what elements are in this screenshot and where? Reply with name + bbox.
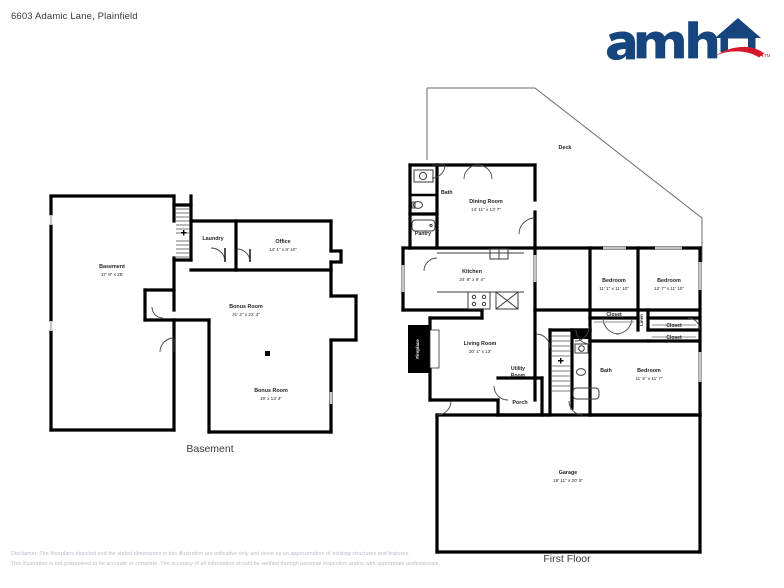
room-dims-bonus-room-2: 19' x 13' 4" [260, 396, 283, 401]
room-dims-bonus-room-1: 31' 2" x 22' 4" [232, 312, 260, 317]
first-floor-walls [401, 163, 702, 554]
basement-floorplan: Basement 17' 9" x 26' Laundry Office 14'… [0, 0, 400, 470]
room-dims-bedroom-1: 11' 1" x 11' 10" [599, 286, 629, 291]
room-label-dining-room: Dining Room [469, 199, 503, 205]
first-floor-room-labels: Deck Dining Room 14' 11" x 13' 7" Bath P… [415, 145, 684, 483]
room-dims-garage: 19' 11" x 20' 5" [553, 478, 583, 483]
basement-room-labels: Basement 17' 9" x 26' Laundry Office 14'… [99, 236, 297, 401]
amh-wordmark [606, 21, 718, 61]
property-address: 6603 Adamic Lane, Plainfield [11, 11, 138, 22]
room-label-porch: Porch [512, 400, 527, 406]
room-dims-kitchen: 24' 8" x 9' 4" [459, 277, 485, 282]
first-floor-window-openings [401, 246, 702, 382]
room-label-kitchen: Kitchen [462, 269, 482, 275]
first-floor-floorplan: Deck Dining Room 14' 11" x 13' 7" Bath P… [390, 0, 784, 560]
first-floor-fixtures [411, 169, 600, 400]
room-label-bedroom-2: Bedroom [657, 278, 681, 284]
room-dims-dining-room: 14' 11" x 13' 7" [471, 207, 501, 212]
first-floor-door-swings [423, 164, 701, 416]
room-label-pantry: Pantry [415, 231, 431, 237]
basement-walls [49, 194, 358, 434]
first-floor-title: First Floor [543, 553, 591, 565]
basement-stair-marker [181, 230, 187, 236]
support-post-marker [265, 351, 270, 356]
room-label-office: Office [275, 239, 290, 245]
room-label-linen: Linen [639, 314, 644, 326]
room-label-bath-lower: Bath [600, 368, 612, 374]
room-label-closet-3: Closet [666, 335, 682, 341]
room-dims-bedroom-3: 11' 5" x 11' 7" [635, 376, 662, 381]
room-label-bonus-room-2: Bonus Room [254, 388, 288, 394]
tm-mark: TM [764, 53, 770, 58]
basement-door-swings [151, 247, 251, 353]
room-label-bath-upper: Bath [441, 190, 453, 196]
room-label-deck: Deck [559, 145, 572, 151]
room-label-living-room: Living Room [464, 341, 497, 347]
room-label-bedroom-1: Bedroom [602, 278, 626, 284]
basement-floor-title: Basement [186, 443, 234, 455]
room-label-garage: Garage [559, 470, 578, 476]
fireplace-block [408, 325, 440, 373]
room-dims-office: 14' 1" x 8' 10" [269, 247, 297, 252]
room-label-bedroom-3: Bedroom [637, 368, 661, 374]
room-label-closet-1: Closet [606, 312, 622, 318]
amh-logo: TM [602, 8, 771, 64]
disclaimer-line-1: Disclaimer: The floorplans depicted and … [11, 551, 410, 558]
room-label-fireplace: Fireplace [415, 339, 420, 359]
room-label-utility-room-line2: Room [511, 373, 526, 379]
stair-landing-block [572, 330, 590, 339]
room-label-bonus-room-1: Bonus Room [229, 304, 263, 310]
room-label-closet-2: Closet [666, 323, 682, 329]
room-label-basement: Basement [99, 264, 125, 270]
disclaimer-line-2: This illustration is not guaranteed to b… [11, 561, 440, 568]
room-dims-living-room: 20' 1" x 13' [469, 349, 491, 354]
house-roof-icon [715, 18, 761, 52]
basement-window-openings [49, 215, 333, 404]
closet-door-lines [594, 321, 696, 338]
first-floor-stairs-hatch [552, 335, 570, 392]
room-label-utility-room-line1: Utility [511, 366, 525, 372]
room-dims-bedroom-2: 12' 7" x 11' 10" [654, 286, 684, 291]
room-dims-basement: 17' 9" x 26' [101, 272, 123, 277]
deck-outline [426, 87, 703, 262]
first-floor-stair-marker [558, 358, 564, 364]
disclaimer: Disclaimer: The floorplans depicted and … [11, 550, 440, 570]
room-label-laundry: Laundry [202, 236, 223, 242]
